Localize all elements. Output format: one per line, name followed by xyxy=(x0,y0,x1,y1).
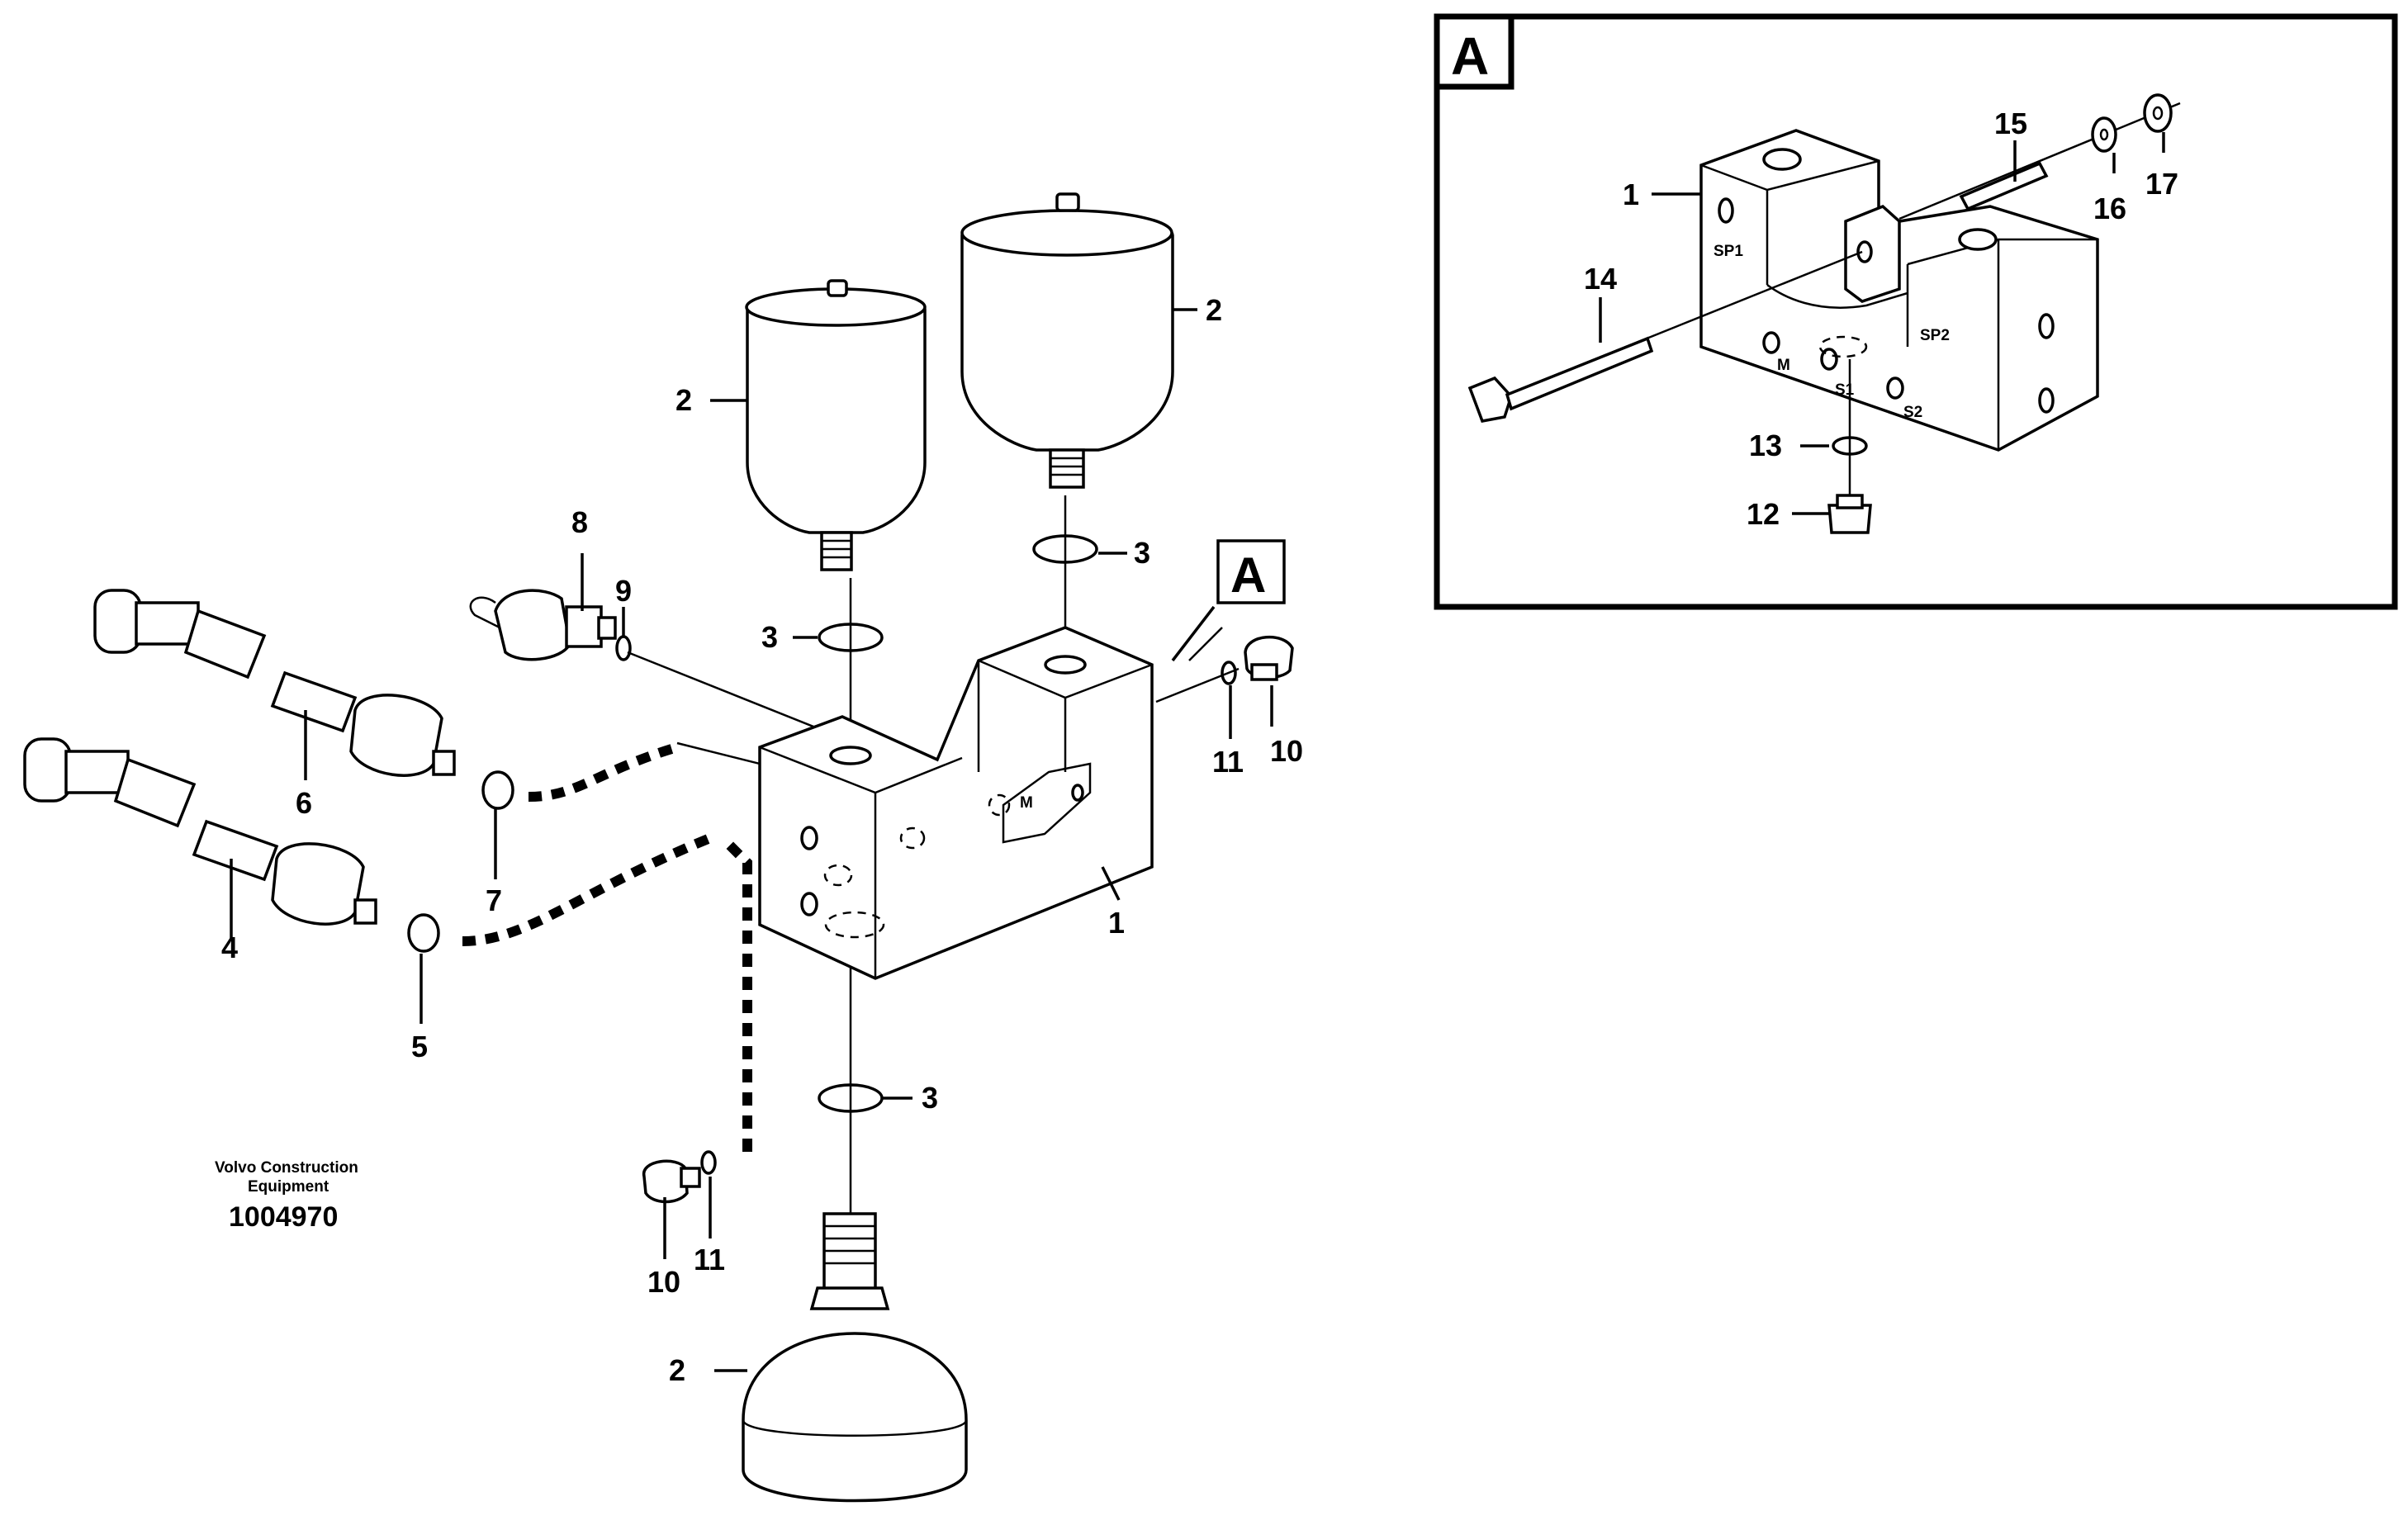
check-point-8 xyxy=(469,589,632,661)
detail-a-frame: A xyxy=(1434,13,2398,610)
brand-line-1: Volvo Construction xyxy=(215,1159,358,1177)
detail-tag-main: A xyxy=(1216,539,1286,604)
callout-2-upper-left: 2 xyxy=(675,383,692,417)
callout-2-lower: 2 xyxy=(669,1353,685,1387)
callout-1-main: 1 xyxy=(1108,906,1125,940)
callout-13: 13 xyxy=(1749,429,1782,462)
callout-14: 14 xyxy=(1584,262,1617,296)
callout-8: 8 xyxy=(571,505,588,539)
detail-a-block: SP1 SP2 M S1 S2 xyxy=(1699,129,2099,452)
callout-3-lower: 3 xyxy=(922,1081,938,1115)
hose-4 xyxy=(23,737,440,953)
callout-leaders-main xyxy=(230,308,1273,1372)
hose-routes xyxy=(462,742,752,1152)
callout-9: 9 xyxy=(615,574,632,608)
callout-2-upper-right: 2 xyxy=(1206,293,1222,327)
port-label-m: M xyxy=(1777,357,1790,374)
callout-5: 5 xyxy=(411,1030,428,1063)
callout-11-lower: 11 xyxy=(694,1243,725,1276)
valve-block: M xyxy=(758,626,1154,980)
callout-10-right: 10 xyxy=(1270,734,1303,768)
callout-10-lower: 10 xyxy=(647,1265,680,1299)
plug-right xyxy=(1221,636,1294,685)
detail-tag-main-label: A xyxy=(1230,547,1266,603)
callout-7: 7 xyxy=(486,883,502,917)
detail-a-parts xyxy=(1467,93,2181,534)
block-port-m: M xyxy=(1020,794,1033,812)
callout-16: 16 xyxy=(2093,192,2126,225)
callout-11-right: 11 xyxy=(1212,745,1244,779)
callouts-main: 2 2 3 3 3 2 1 6 4 7 5 8 9 10 11 10 11 xyxy=(221,293,1303,1387)
accumulator-upper-left xyxy=(745,279,927,571)
accumulator-lower xyxy=(742,1212,968,1503)
footer: Volvo Construction Equipment 1004970 xyxy=(215,1159,358,1233)
accumulator-upper-right xyxy=(960,192,1174,489)
callout-3-left: 3 xyxy=(761,620,778,654)
port-label-sp2: SP2 xyxy=(1920,327,1950,344)
o-rings xyxy=(818,534,1098,1113)
callout-1-detail: 1 xyxy=(1623,178,1639,211)
callout-leaders-detail xyxy=(1599,132,2165,515)
callout-4: 4 xyxy=(221,931,238,964)
drawing-number: 1004970 xyxy=(229,1201,338,1233)
detail-tag-frame-label: A xyxy=(1451,26,1489,86)
callout-12: 12 xyxy=(1747,497,1780,531)
callouts-detail: 1 14 15 16 17 13 12 xyxy=(1584,107,2178,531)
callout-17: 17 xyxy=(2145,167,2178,201)
callout-6: 6 xyxy=(296,786,312,820)
port-label-s2: S2 xyxy=(1903,404,1922,421)
callout-3-right: 3 xyxy=(1134,536,1150,570)
callout-15: 15 xyxy=(1994,107,2027,140)
plug-lower xyxy=(642,1150,717,1204)
hose-6 xyxy=(93,589,514,810)
port-label-sp1: SP1 xyxy=(1714,243,1743,260)
brand-line-2: Equipment xyxy=(248,1178,329,1196)
port-label-s1: S1 xyxy=(1835,381,1855,399)
